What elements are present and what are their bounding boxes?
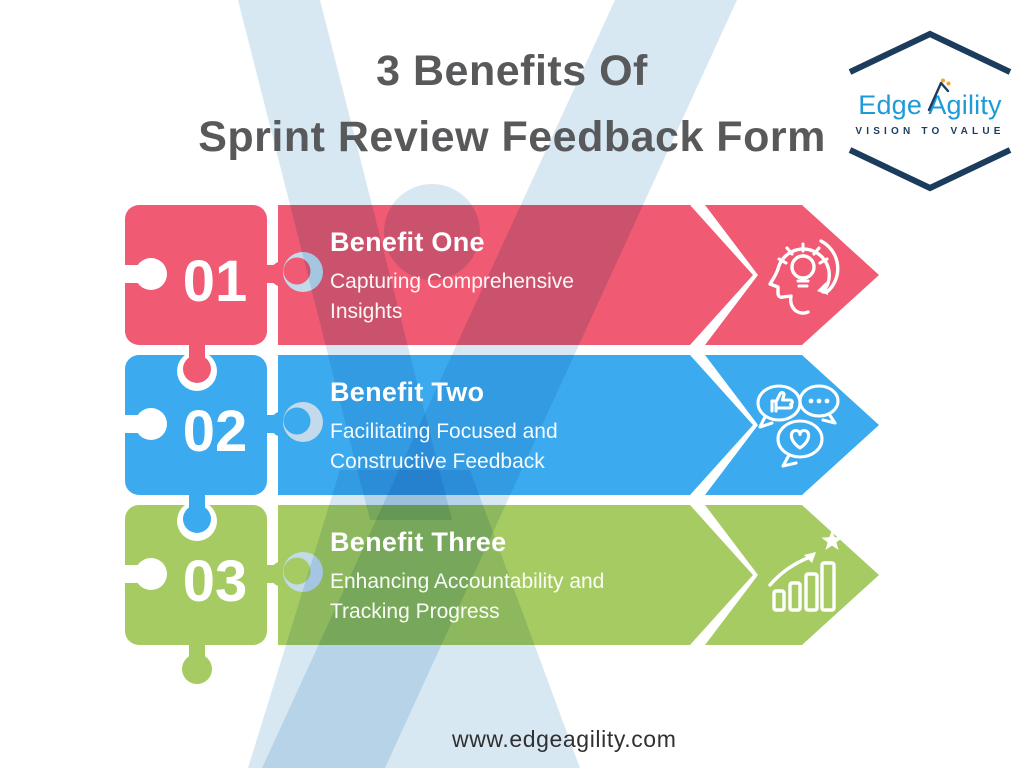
brand-logo: Edge Agility VISION TO VALUE — [845, 22, 1015, 194]
benefit-number: 03 — [182, 549, 248, 614]
logo-figure-accent-icon — [927, 78, 951, 112]
benefit-description: Enhancing Accountability and Tracking Pr… — [330, 570, 605, 623]
title-line-2: Sprint Review Feedback Form — [198, 113, 826, 161]
benefit-one-arrowhead — [705, 205, 879, 345]
growth-chart-star-icon — [768, 530, 843, 612]
benefit-row-1: 01 Benefit One Capturing Comprehensive I… — [0, 205, 1024, 345]
benefit-description: Capturing Comprehensive Insights — [330, 270, 574, 323]
benefit-heading: Benefit Three — [330, 527, 507, 557]
benefit-row-2: 02 Benefit Two Facilitating Focused and … — [0, 355, 1024, 495]
page-title: 3 Benefits Of Sprint Review Feedback For… — [0, 38, 1024, 170]
logo-hexagon-chevrons — [848, 30, 1012, 192]
website-url: www.edgeagility.com — [452, 726, 677, 752]
puzzle-piece-1 — [123, 205, 267, 383]
title-line-1: 3 Benefits Of — [376, 47, 648, 95]
head-lightbulb-icon — [768, 239, 840, 315]
benefit-description: Facilitating Focused and Constructive Fe… — [330, 420, 558, 473]
benefit-two-arrowhead — [705, 355, 879, 495]
benefit-number: 01 — [182, 249, 248, 314]
background-swoosh — [238, 0, 737, 768]
benefit-heading: Benefit One — [330, 227, 485, 257]
crescent-icon — [282, 401, 323, 443]
chevron-down-icon — [848, 147, 1012, 192]
feedback-bubbles-icon — [756, 384, 840, 468]
benefit-row-3: 03 Benefit Three Enhancing Accountabilit… — [0, 505, 1024, 645]
puzzle-piece-2 — [123, 351, 267, 533]
logo-name: Edge Agility — [858, 90, 1002, 120]
benefit-number: 02 — [182, 399, 248, 464]
benefit-heading: Benefit Two — [330, 377, 485, 407]
puzzle-bottom-knob — [182, 637, 212, 684]
chevron-up-icon — [848, 30, 1012, 75]
logo-tagline: VISION TO VALUE — [855, 126, 1005, 137]
